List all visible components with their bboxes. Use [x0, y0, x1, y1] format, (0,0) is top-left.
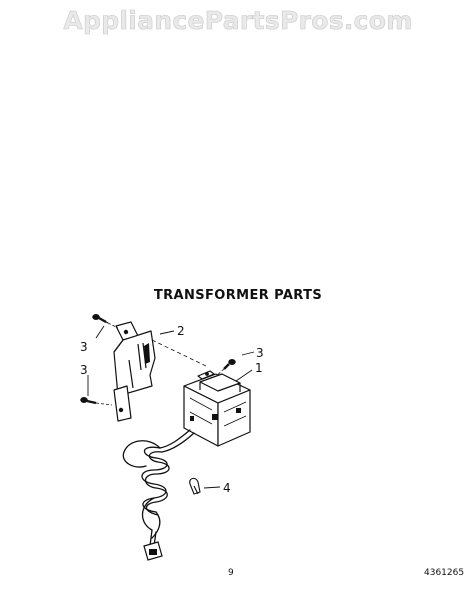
screw-top-left-leader — [107, 322, 119, 329]
page-number: 9 — [228, 568, 234, 578]
screw-bottom-left-leader — [95, 402, 113, 406]
callout-1: 1 — [255, 361, 263, 375]
screw-top-right — [223, 359, 236, 370]
screw-top-left — [92, 314, 109, 324]
transformer — [183, 370, 251, 447]
callout-3-top-right: 3 — [256, 346, 264, 360]
mounting-bracket — [113, 321, 156, 422]
callout-4: 4 — [223, 481, 231, 495]
wire-clip — [189, 477, 201, 495]
leader-lines — [87, 325, 255, 489]
callout-2: 2 — [177, 324, 185, 338]
screw-bottom-left — [80, 397, 97, 405]
wire-harness — [122, 429, 195, 547]
connector-plug — [143, 541, 163, 561]
callout-3-top-left: 3 — [80, 340, 88, 354]
bracket-to-transformer-leader — [151, 339, 207, 367]
callout-3-bottom-left: 3 — [80, 363, 88, 377]
watermark-logo: AppliancePartsPros.com — [63, 6, 413, 36]
diagram-title: TRANSFORMER PARTS — [153, 288, 323, 303]
document-number: 4361265 — [424, 568, 465, 578]
